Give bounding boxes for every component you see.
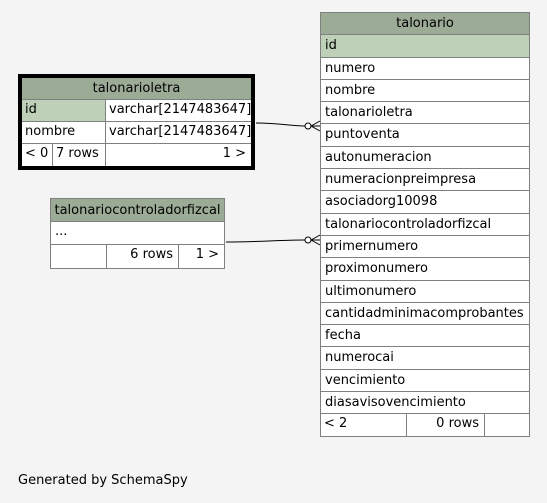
column-type: varchar[2147483647] [105, 100, 251, 121]
parents-count[interactable]: < 2 [324, 416, 348, 432]
column-talonarioletra[interactable]: talonarioletra [321, 102, 529, 125]
column-fecha[interactable]: fecha [321, 325, 529, 348]
column-type: varchar[2147483647] [105, 122, 251, 143]
table-talonario[interactable]: talonario id numero nombre talonarioletr… [320, 12, 530, 438]
parents-count[interactable]: < 0 [25, 146, 49, 161]
table-footer: < 0 7 rows 1 > [22, 144, 251, 166]
column-primernumero[interactable]: primernumero [321, 236, 529, 259]
column-cantidadminimacomprobantes[interactable]: cantidadminimacomprobantes [321, 303, 529, 326]
elided-columns: ... [51, 222, 224, 245]
table-talonarioletra[interactable]: talonarioletra id varchar[2147483647] no… [18, 74, 255, 170]
column-proximonumero[interactable]: proximonumero [321, 258, 529, 281]
column-id[interactable]: id [321, 35, 529, 58]
row-count: 7 rows [52, 144, 105, 166]
children-count[interactable] [484, 414, 529, 437]
ellipsis-text: ... [55, 224, 68, 239]
column-nombre[interactable]: nombre [321, 80, 529, 103]
column-puntoventa[interactable]: puntoventa [321, 124, 529, 147]
column-name: nombre [25, 124, 76, 139]
table-talonariocontroladorfizcal[interactable]: talonariocontroladorfizcal ... 6 rows 1 … [50, 198, 225, 269]
table-header[interactable]: talonario [321, 13, 529, 36]
column-nombre[interactable]: nombre varchar[2147483647] [22, 122, 251, 144]
column-vencimiento[interactable]: vencimiento [321, 370, 529, 393]
children-count[interactable]: 1 > [178, 245, 224, 268]
column-id[interactable]: id varchar[2147483647] [22, 100, 251, 122]
row-count: 6 rows [106, 245, 178, 268]
crowfoot-circle [304, 122, 312, 130]
table-footer: 6 rows 1 > [51, 245, 224, 268]
table-header[interactable]: talonariocontroladorfizcal [51, 199, 224, 222]
column-ultimonumero[interactable]: ultimonumero [321, 281, 529, 303]
column-autonumeracion[interactable]: autonumeracion [321, 147, 529, 170]
column-diasavisovencimiento[interactable]: diasavisovencimiento [321, 392, 529, 415]
edge-talonariocontroladorfizcal [225, 239, 320, 243]
row-count: 0 rows [406, 414, 484, 437]
table-header[interactable]: talonarioletra [22, 78, 251, 100]
column-talonariocontroladorfizcal[interactable]: talonariocontroladorfizcal [321, 214, 529, 236]
column-name: id [22, 100, 105, 121]
column-asociadorg10098[interactable]: asociadorg10098 [321, 191, 529, 214]
generated-by-text: Generated by SchemaSpy [18, 473, 188, 488]
crowfoot-lines [310, 234, 321, 246]
column-numero[interactable]: numero [321, 58, 529, 80]
parents-count[interactable] [51, 245, 106, 268]
edge-talonarioletra [255, 122, 320, 127]
crowfoot-lines [310, 120, 321, 132]
column-numerocai[interactable]: numerocai [321, 347, 529, 370]
table-footer: < 2 0 rows [321, 414, 529, 437]
children-count[interactable]: 1 > [105, 144, 251, 166]
crowfoot-circle [304, 236, 312, 244]
column-numeracionpreimpresa[interactable]: numeracionpreimpresa [321, 169, 529, 192]
